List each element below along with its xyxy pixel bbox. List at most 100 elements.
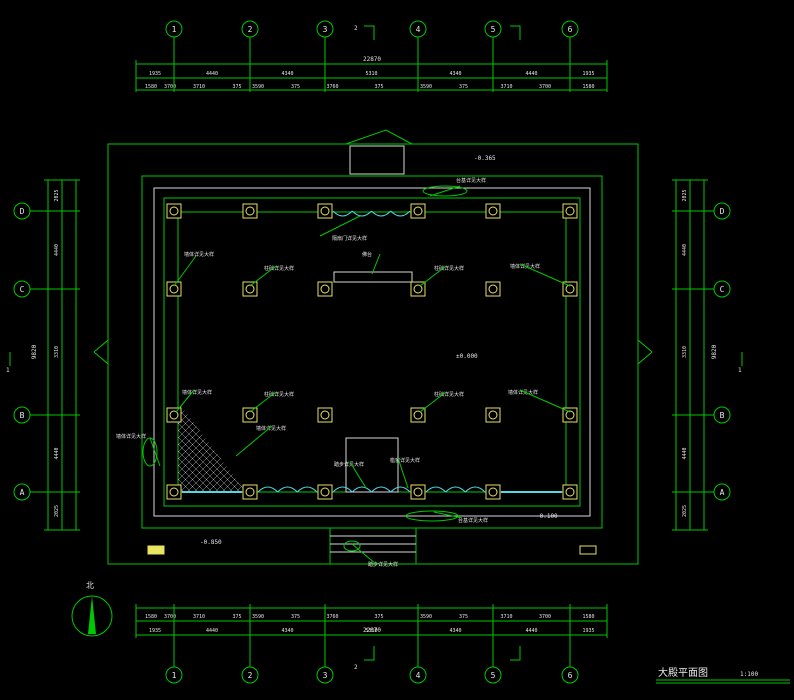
note-altar: 佛台 — [362, 251, 372, 258]
leader-lines — [142, 185, 571, 565]
column-base — [317, 281, 333, 297]
door-leaf — [257, 486, 279, 493]
elev-step: -0.100 — [536, 513, 558, 520]
dimension-span: 4340 — [281, 628, 293, 634]
column-base — [485, 484, 501, 500]
right-axis-label: A — [720, 488, 725, 497]
top-axis-label: 4 — [416, 25, 421, 34]
dimension-span: 1935 — [149, 628, 161, 634]
note-entry: 踏步详见大样 — [368, 561, 398, 568]
dimension-detail: 3710 — [193, 84, 205, 90]
dimension-vertical: 4440 — [682, 447, 688, 459]
note-left-wall: 墙体详见大样 — [116, 433, 146, 440]
dimension-detail: 3700 — [164, 84, 176, 90]
column-base — [562, 203, 578, 219]
column — [320, 206, 330, 216]
north-arrow: 北 — [71, 581, 113, 637]
dimension-detail: 1580 — [145, 614, 157, 620]
dimension-detail: 3590 — [420, 84, 432, 90]
note-wall-4: 墙体详见大样 — [508, 389, 538, 396]
dimension-detail: 375 — [374, 84, 383, 90]
column — [169, 206, 179, 216]
column — [413, 284, 423, 294]
dimension-vertical: 3310 — [682, 346, 688, 358]
bottom-axis-label: 5 — [491, 671, 496, 680]
column-base — [485, 407, 501, 423]
dimension-vertical: 2025 — [54, 505, 60, 517]
column — [488, 284, 498, 294]
note-window: 槛窗详见大样 — [390, 457, 420, 464]
column — [565, 206, 575, 216]
dimension-span: 4440 — [525, 71, 537, 77]
dimension-span: 1935 — [149, 71, 161, 77]
elev-yard: -0.850 — [200, 539, 222, 546]
column — [488, 410, 498, 420]
column-base — [485, 281, 501, 297]
top-total-dimension: 22870 — [363, 56, 381, 63]
column-base — [242, 484, 258, 500]
column-base — [166, 281, 182, 297]
dimension-vertical: 2025 — [54, 189, 60, 201]
dimension-detail: 375 — [291, 614, 300, 620]
dimension-span: 4340 — [449, 628, 461, 634]
dimension-span: 5310 — [365, 71, 377, 77]
top-axis-label: 5 — [491, 25, 496, 34]
door-leaf — [371, 486, 392, 493]
dimension-detail: 3590 — [252, 614, 264, 620]
dimension-span: 4340 — [281, 71, 293, 77]
dimension-detail: 3700 — [164, 614, 176, 620]
left-axis-label: D — [20, 207, 25, 216]
right-axis-label: D — [720, 207, 725, 216]
bottom-axis-label: 4 — [416, 671, 421, 680]
north-label: 北 — [86, 581, 94, 590]
altar — [333, 271, 413, 283]
column — [320, 487, 330, 497]
column-base — [410, 281, 426, 297]
section-mark-right: 1 — [738, 367, 742, 374]
bottom-axis-label: 6 — [568, 671, 573, 680]
dimension-detail: 375 — [232, 614, 241, 620]
door-leaf — [277, 486, 298, 493]
column-base — [562, 484, 578, 500]
column — [565, 487, 575, 497]
top-axis-label: 2 — [248, 25, 253, 34]
section-mark-left: 1 — [6, 367, 10, 374]
dimension-span: 1935 — [582, 628, 594, 634]
dimension-detail: 375 — [374, 614, 383, 620]
dimension-vertical: 3310 — [54, 346, 60, 358]
left-total-dimension: 9820 — [31, 344, 38, 359]
top-dimension-lines: 22870 — [136, 56, 607, 91]
top-axis-label: 1 — [172, 25, 177, 34]
dimension-span: 4440 — [525, 628, 537, 634]
door-leaf — [425, 486, 447, 493]
left-dimension-lines: 9820 — [31, 180, 77, 530]
right-dimension-lines: 9820 — [675, 180, 718, 530]
dimension-detail: 3710 — [500, 614, 512, 620]
drawing-title: 大殿平面图 — [658, 666, 708, 679]
section-marks: 2 2 1 1 — [6, 25, 743, 671]
column-base — [317, 203, 333, 219]
door-leaf — [351, 210, 372, 217]
door-leaf — [332, 210, 353, 217]
annotations: 隔扇门详见大样 佛台 踏步详见大样 槛窗详见大样 柱础详见大样 柱础详见大样 柱… — [116, 155, 558, 568]
left-axis-label: A — [20, 488, 25, 497]
dimension-detail: 3760 — [326, 84, 338, 90]
note-column-2: 柱础详见大样 — [434, 265, 464, 272]
dimension-vertical: 2025 — [682, 189, 688, 201]
dimension-detail: 375 — [232, 84, 241, 90]
dimension-detail: 375 — [459, 84, 468, 90]
right-axis-label: B — [720, 411, 725, 420]
dimension-vertical: 4440 — [54, 244, 60, 256]
column-base — [562, 407, 578, 423]
dimension-vertical: 2025 — [682, 505, 688, 517]
dimension-detail: 3590 — [252, 84, 264, 90]
dimension-span: 1935 — [582, 71, 594, 77]
dimension-detail: 3700 — [539, 84, 551, 90]
column-base — [410, 484, 426, 500]
note-column-3: 柱础详见大样 — [264, 391, 294, 398]
column-base — [410, 407, 426, 423]
column — [488, 487, 498, 497]
